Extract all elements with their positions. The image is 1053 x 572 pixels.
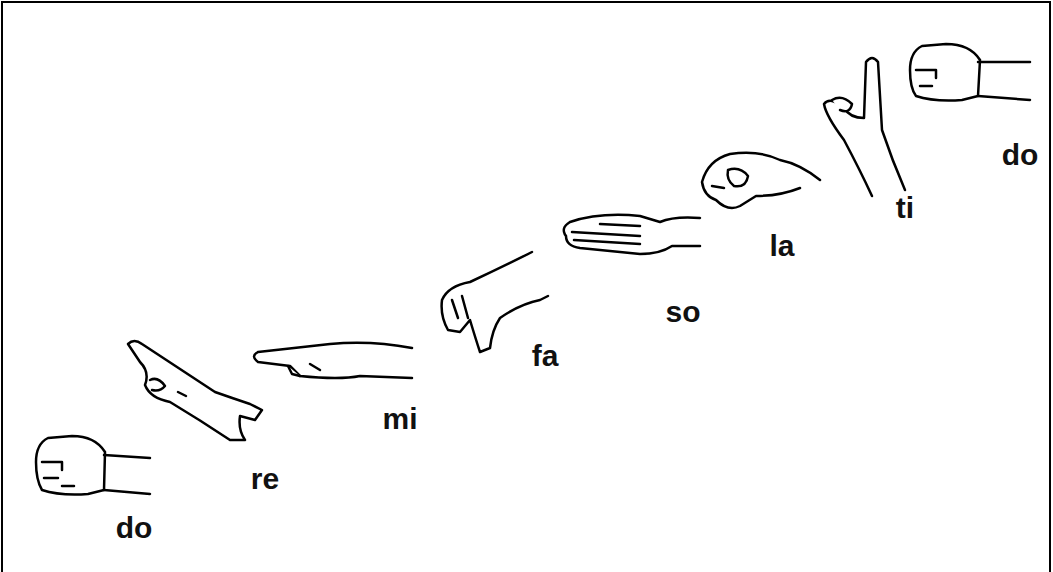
fist-hand — [910, 44, 1030, 101]
flat-hand — [254, 343, 412, 378]
solfege-syllable: la — [769, 231, 794, 261]
thumb-down-hand — [442, 252, 548, 352]
pointing-up-hand — [824, 58, 905, 196]
solfege-syllable: do — [116, 513, 153, 543]
fist-hand — [36, 436, 150, 495]
palm-down-hand — [564, 215, 700, 254]
curved-hand — [702, 153, 820, 208]
slanted-hand — [128, 341, 262, 440]
solfege-syllable: ti — [896, 193, 914, 223]
solfege-syllable: mi — [382, 404, 417, 434]
solfege-syllable: re — [251, 464, 279, 494]
solfege-syllable: so — [665, 297, 700, 327]
solfege-syllable: do — [1002, 140, 1039, 170]
solfege-syllable: fa — [532, 341, 559, 371]
